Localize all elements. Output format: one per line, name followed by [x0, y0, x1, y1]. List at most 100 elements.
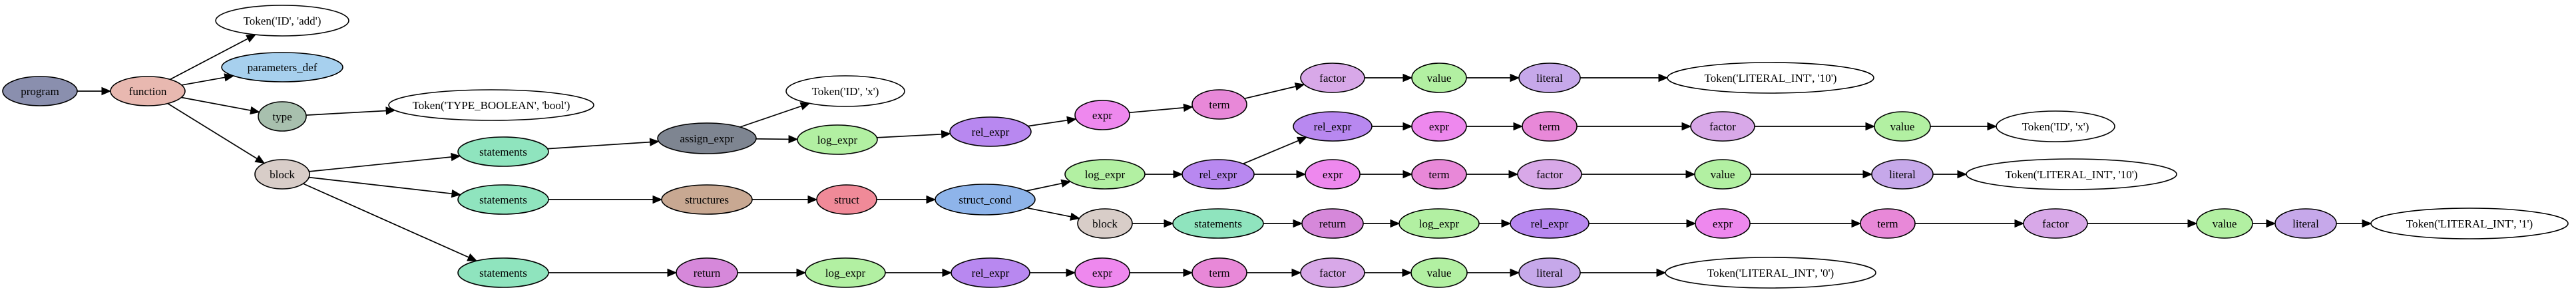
node-ellipse: [935, 184, 1036, 216]
node-ellipse: [258, 101, 307, 132]
edge-le4-to-re4: [1479, 219, 1512, 228]
node-ellipse: [2, 76, 78, 106]
node-te2: term: [1411, 159, 1467, 190]
node-ellipse: [388, 89, 594, 121]
edge-line: [167, 102, 258, 160]
arrowhead-icon: [1656, 268, 1667, 277]
edge-ex1-to-te1: [1129, 103, 1193, 114]
edge-line: [1244, 86, 1296, 100]
node-label: literal: [2292, 218, 2319, 230]
node-fa5: factor: [1300, 257, 1365, 288]
arrowhead-icon: [1508, 170, 1519, 179]
arrowhead-icon: [926, 195, 937, 204]
node-ellipse: [215, 5, 349, 37]
node-assign: assign_expr: [657, 122, 757, 154]
arrowhead-icon: [1402, 268, 1412, 277]
node-ellipse: [1517, 159, 1582, 190]
node-label: log_expr: [1085, 168, 1126, 181]
edge-fa5-to-va5: [1365, 268, 1412, 277]
node-ellipse: [2023, 208, 2088, 239]
node-label: rel_expr: [1314, 120, 1352, 133]
node-label: Token('TYPE_BOOLEAN', 'bool'): [413, 99, 570, 112]
node-label: Token('LITERAL_INT', '1'): [2406, 218, 2533, 230]
edge-st4-to-ret1: [1263, 219, 1303, 228]
node-ellipse: [1690, 111, 1755, 142]
arrowhead-icon: [451, 189, 462, 198]
arrowhead-icon: [788, 135, 799, 144]
node-label: value: [1427, 267, 1452, 279]
node-re3: rel_expr: [1293, 111, 1373, 142]
edge-line: [1129, 107, 1184, 114]
node-label: expr: [1429, 120, 1450, 133]
node-label: value: [2213, 218, 2237, 230]
node-ellipse: [1522, 111, 1578, 142]
node-label: return: [1319, 218, 1347, 230]
node-label: struct: [834, 194, 859, 206]
node-ellipse: [1518, 257, 1581, 288]
node-ex2: expr: [1305, 159, 1361, 190]
node-label: factor: [2042, 218, 2069, 230]
arrowhead-icon: [1183, 103, 1193, 112]
node-label: block: [1092, 218, 1118, 230]
arrowhead-icon: [1291, 268, 1302, 277]
node-tok_0: Token('LITERAL_INT', '0'): [1665, 257, 1876, 289]
node-ellipse: [1077, 208, 1133, 239]
node-label: term: [1209, 267, 1229, 279]
node-label: rel_expr: [1531, 218, 1569, 230]
edge-line: [1028, 119, 1068, 127]
node-ellipse: [1293, 111, 1373, 142]
arrowhead-icon: [250, 106, 260, 115]
arrowhead-icon: [1296, 170, 1307, 179]
edge-re2-to-re3: [1243, 136, 1307, 164]
node-tok_x2: Token('ID', 'x'): [1996, 110, 2115, 142]
node-te3: term: [1522, 111, 1578, 142]
edge-fa3-to-va3: [1755, 122, 1876, 131]
edge-line: [181, 96, 251, 111]
node-block2: block: [1077, 208, 1133, 239]
node-label: statements: [479, 146, 527, 158]
node-ellipse: [2370, 208, 2569, 239]
node-tok_10b: Token('LITERAL_INT', '10'): [1966, 158, 2177, 190]
arrowhead-icon: [1390, 219, 1400, 228]
node-ex4: expr: [1695, 208, 1751, 239]
node-params: parameters_def: [221, 52, 343, 82]
node-tok_1: Token('LITERAL_INT', '1'): [2370, 208, 2569, 239]
node-label: factor: [1319, 267, 1346, 279]
node-le4: log_expr: [1398, 208, 1480, 239]
edge-te1-to-fa1: [1244, 82, 1305, 100]
node-le5: log_expr: [805, 257, 886, 288]
node-tok_add: Token('ID', 'add'): [215, 5, 349, 37]
node-label: value: [1427, 72, 1452, 84]
arrowhead-icon: [2266, 219, 2276, 228]
node-te4: term: [1860, 208, 1916, 239]
node-va5: value: [1410, 257, 1468, 288]
edge-le5-to-re5: [885, 268, 953, 277]
arrowhead-icon: [1510, 73, 1520, 82]
node-label: log_expr: [817, 134, 858, 146]
node-label: term: [1539, 120, 1560, 133]
node-ellipse: [2274, 208, 2337, 239]
arrowhead-icon: [652, 195, 663, 204]
node-te5: term: [1191, 257, 1247, 288]
node-label: log_expr: [1419, 218, 1460, 230]
edge-re2-to-ex2: [1254, 170, 1307, 179]
arrowhead-icon: [1658, 73, 1669, 82]
arrowhead-icon: [667, 268, 678, 277]
node-ex5: expr: [1074, 257, 1130, 288]
node-ellipse: [661, 184, 753, 215]
node-ellipse: [1300, 257, 1365, 288]
edge-ex2-to-te2: [1360, 170, 1413, 179]
edge-te3-to-fa3: [1577, 122, 1692, 131]
edge-line: [303, 183, 469, 258]
node-st1: statements: [457, 136, 549, 167]
edge-fa1-to-va1: [1365, 73, 1413, 82]
edge-line: [1026, 207, 1071, 218]
node-ellipse: [797, 124, 878, 155]
node-label: Token('LITERAL_INT', '10'): [2006, 168, 2138, 181]
node-ellipse: [221, 52, 343, 82]
edge-va4-to-li4: [2253, 219, 2276, 228]
node-re4: rel_expr: [1510, 208, 1590, 239]
edge-fa2-to-va2: [1582, 170, 1696, 179]
edge-re1-to-ex1: [1028, 116, 1077, 127]
